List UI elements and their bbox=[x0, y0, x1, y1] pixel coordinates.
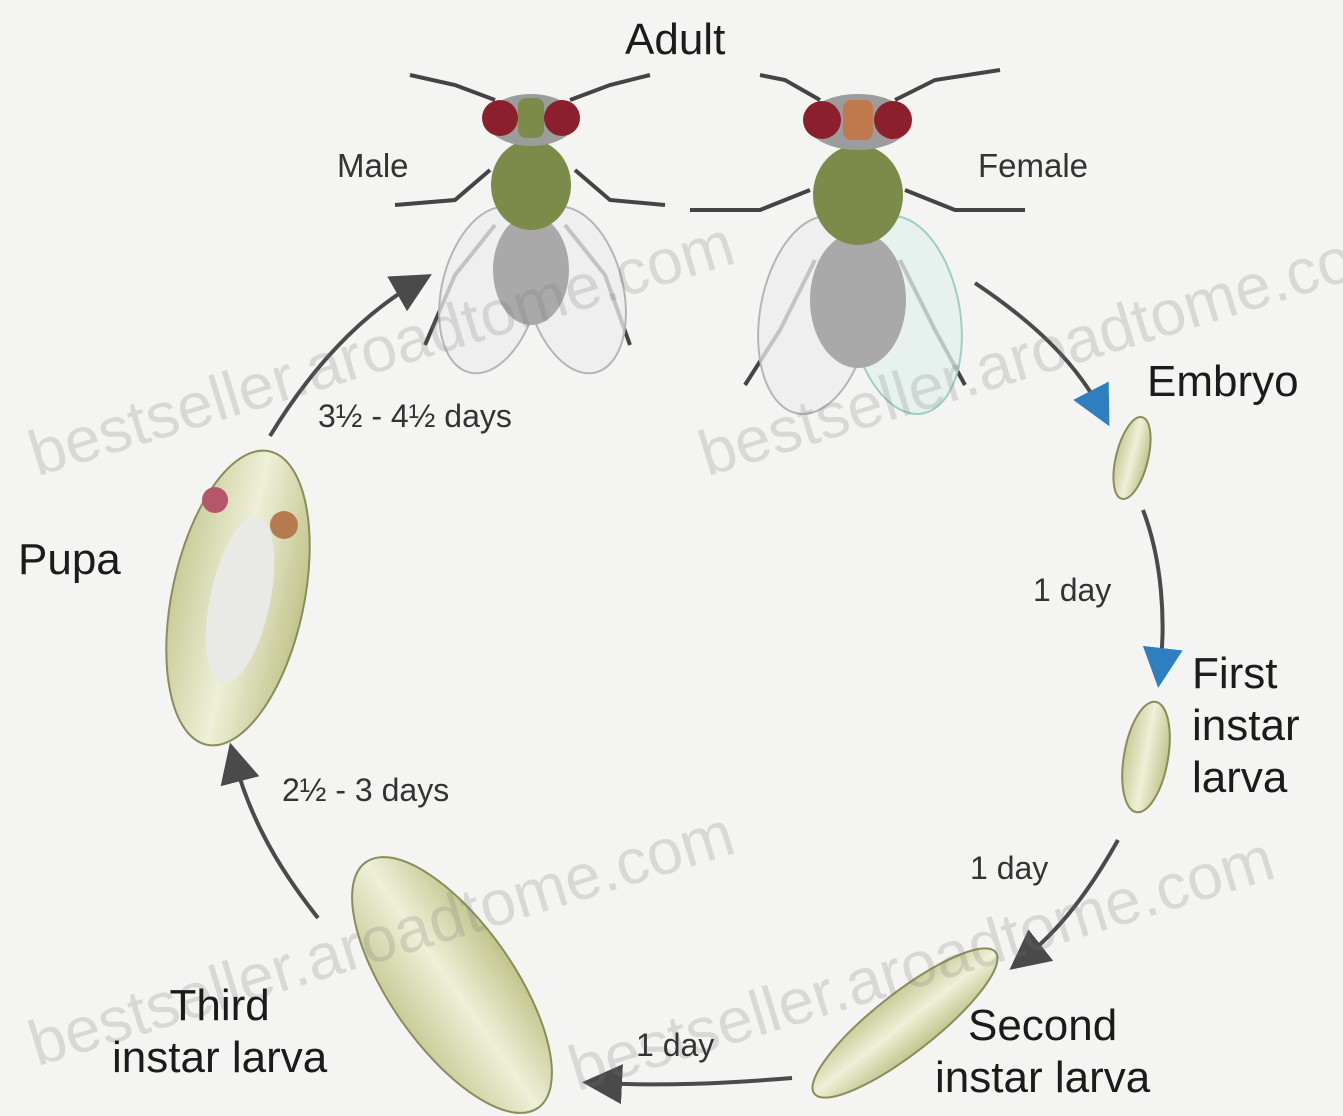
male-label: Male bbox=[337, 147, 409, 185]
pupa-illustration bbox=[142, 438, 333, 759]
second-instar-line-2: instar larva bbox=[935, 1052, 1150, 1104]
adult-label: Adult bbox=[625, 14, 725, 66]
embryo-illustration bbox=[1106, 413, 1157, 502]
duration-embryo-to-first-instar: 1 day bbox=[1033, 572, 1111, 609]
first-instar-line-1: First bbox=[1192, 648, 1300, 700]
third-instar-line-1: Third bbox=[112, 980, 327, 1032]
duration-third-instar-to-pupa: 2½ - 3 days bbox=[282, 772, 449, 809]
duration-second-to-third-instar: 1 day bbox=[636, 1027, 714, 1064]
arrow-embryo-to-first-instar bbox=[1143, 510, 1163, 672]
second-instar-larva-label: Second instar larva bbox=[935, 1000, 1150, 1104]
third-instar-line-2: instar larva bbox=[112, 1032, 327, 1084]
pupa-label: Pupa bbox=[18, 534, 121, 586]
first-instar-larva-label: First instar larva bbox=[1192, 648, 1300, 804]
first-instar-larva-illustration bbox=[1115, 698, 1178, 816]
third-instar-larva-label: Third instar larva bbox=[112, 980, 327, 1084]
duration-first-to-second-instar: 1 day bbox=[970, 850, 1048, 887]
first-instar-line-2: instar bbox=[1192, 700, 1300, 752]
second-instar-line-1: Second bbox=[935, 1000, 1150, 1052]
first-instar-line-3: larva bbox=[1192, 752, 1300, 804]
female-label: Female bbox=[978, 147, 1088, 185]
duration-pupa-to-adult: 3½ - 4½ days bbox=[318, 398, 512, 435]
embryo-label: Embryo bbox=[1147, 356, 1299, 408]
